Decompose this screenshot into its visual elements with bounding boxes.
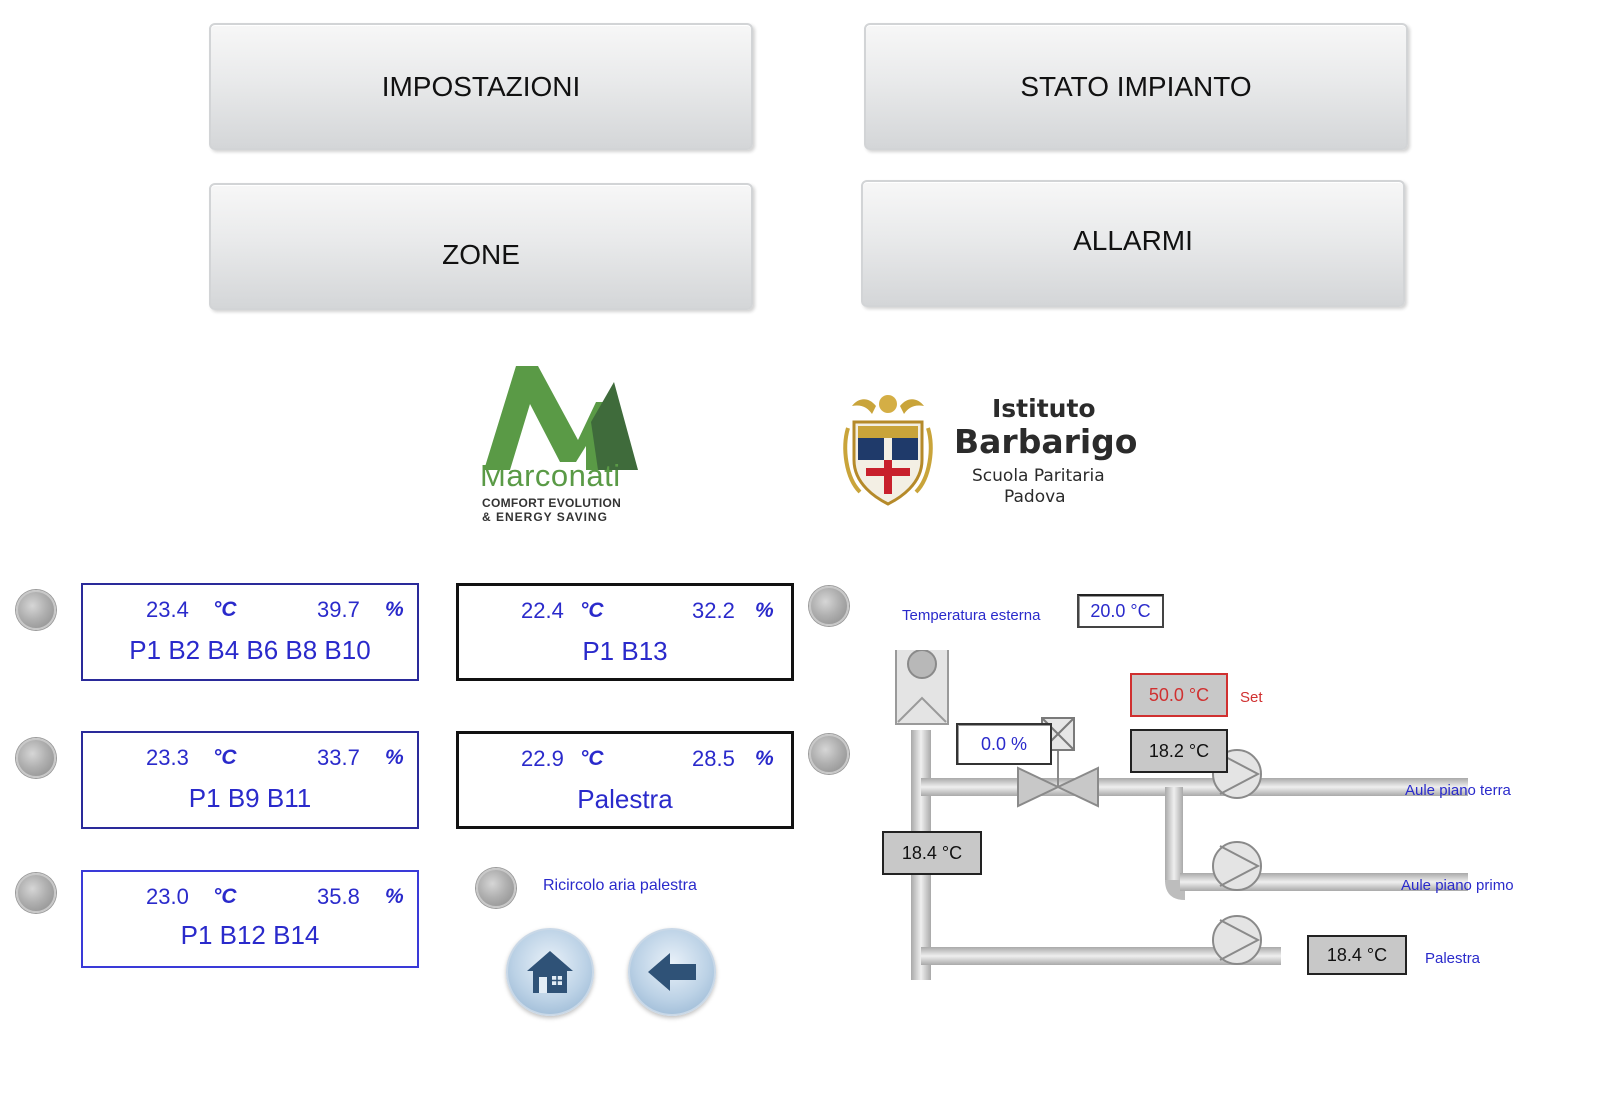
ricircolo-status-lamp [476, 868, 516, 908]
zone-name: P1 B13 [582, 636, 668, 666]
zone-5-status-lamp [16, 873, 56, 913]
allarmi-button[interactable]: ALLARMI [861, 180, 1405, 307]
marconati-mark-icon [484, 366, 638, 470]
circuit-aule-piano-primo-label: Aule piano primo [1401, 877, 1514, 894]
zone-temperature: 23.0 [146, 884, 189, 909]
zone-1-status-lamp [16, 590, 56, 630]
outdoor-temperature-readout: 20.0 °C [1077, 594, 1164, 628]
mixing-valve-icon [1017, 717, 1099, 808]
supply-temperature-readout: 18.2 °C [1130, 729, 1228, 773]
zone-name: Palestra [577, 784, 673, 814]
home-icon [527, 951, 573, 993]
zone-name: P1 B9 B11 [188, 783, 312, 813]
supply-header-pipe [921, 778, 1468, 796]
zone-temperature-unit: °C [580, 599, 604, 622]
stato-impianto-button[interactable]: STATO IMPIANTO [864, 23, 1408, 150]
hydraulic-schematic [895, 650, 1468, 980]
setpoint-temperature-field[interactable]: 50.0 °C [1130, 673, 1228, 717]
zone-temperature: 22.4 [521, 598, 564, 623]
coat-of-arms-icon [843, 395, 933, 506]
barbarigo-logo: Istituto Barbarigo Scuola Paritaria Pado… [838, 388, 1138, 518]
barbarigo-line1: Istituto [992, 394, 1096, 423]
zone-temperature-unit: °C [213, 746, 237, 769]
zone-humidity-unit: % [385, 598, 404, 621]
zone-humidity: 33.7 [317, 745, 360, 770]
back-button[interactable] [628, 928, 716, 1016]
zone-name: P1 B2 B4 B6 B8 B10 [129, 635, 371, 665]
home-button[interactable] [506, 928, 594, 1016]
zone-humidity: 32.2 [692, 598, 735, 623]
zone-temperature: 23.4 [146, 597, 189, 622]
circuit-palestra-label: Palestra [1425, 950, 1481, 967]
zone-temperature: 23.3 [146, 745, 189, 770]
zone-humidity-unit: % [755, 747, 774, 770]
marconati-tagline-2: & ENERGY SAVING [482, 510, 608, 524]
barbarigo-line3: Scuola Paritaria [972, 466, 1105, 486]
zone-humidity: 28.5 [692, 746, 735, 771]
zone-panel-p1-b13[interactable]: 22.4 °C 32.2 % P1 B13 [456, 583, 794, 681]
zone-temperature: 22.9 [521, 746, 564, 771]
zone-humidity-unit: % [385, 746, 404, 769]
zone-panel-palestra[interactable]: 22.9 °C 28.5 % Palestra [456, 731, 794, 829]
ricircolo-label: Ricircolo aria palestra [543, 877, 697, 894]
valve-opening-readout: 0.0 % [956, 723, 1052, 765]
zone-2-status-lamp [809, 586, 849, 626]
circuit-aule-piano-terra-label: Aule piano terra [1405, 782, 1511, 799]
pump-icon [1212, 915, 1262, 965]
impostazioni-label: IMPOSTAZIONI [381, 70, 581, 102]
zone-panel-p1-b2-b4-b6-b8-b10[interactable]: 23.4 °C 39.7 % P1 B2 B4 B6 B8 B10 [81, 583, 419, 681]
zone-temperature-unit: °C [213, 885, 237, 908]
allarmi-label: ALLARMI [1073, 224, 1193, 256]
zone-panel-p1-b9-b11[interactable]: 23.3 °C 33.7 % P1 B9 B11 [81, 731, 419, 829]
marconati-tagline-1: COMFORT EVOLUTION [482, 496, 622, 510]
barbarigo-line4: Padova [1004, 487, 1066, 507]
setpoint-label: Set [1240, 689, 1263, 706]
zone-4-status-lamp [809, 734, 849, 774]
zone-name: P1 B12 B14 [180, 920, 320, 950]
zone-humidity: 35.8 [317, 884, 360, 909]
impostazioni-button[interactable]: IMPOSTAZIONI [209, 23, 753, 150]
marconati-name: Marconati [480, 458, 621, 493]
zone-panel-p1-b12-b14[interactable]: 23.0 °C 35.8 % P1 B12 B14 [81, 870, 419, 968]
branch-riser-pipe [1165, 787, 1183, 882]
pump-icon [1212, 841, 1262, 891]
back-arrow-icon [648, 953, 696, 991]
zone-temperature-unit: °C [213, 598, 237, 621]
palestra-temperature-readout: 18.4 °C [1307, 935, 1407, 975]
zone-temperature-unit: °C [580, 747, 604, 770]
sensor-block-lamp-icon [907, 650, 937, 679]
zone-humidity-unit: % [755, 599, 774, 622]
barbarigo-line2: Barbarigo [954, 422, 1138, 461]
zone-humidity-unit: % [385, 885, 404, 908]
marconati-logo: Marconati COMFORT EVOLUTION & ENERGY SAV… [478, 362, 648, 528]
zone-humidity: 39.7 [317, 597, 360, 622]
zone-3-status-lamp [16, 738, 56, 778]
outdoor-temperature-label: Temperatura esterna [902, 607, 1041, 624]
stato-impianto-label: STATO IMPIANTO [1020, 70, 1252, 102]
boiler-temperature-readout: 18.4 °C [882, 831, 982, 875]
palestra-pipe [921, 947, 1281, 965]
zone-button[interactable]: ZONE [209, 183, 753, 310]
zone-label: ZONE [442, 238, 520, 270]
